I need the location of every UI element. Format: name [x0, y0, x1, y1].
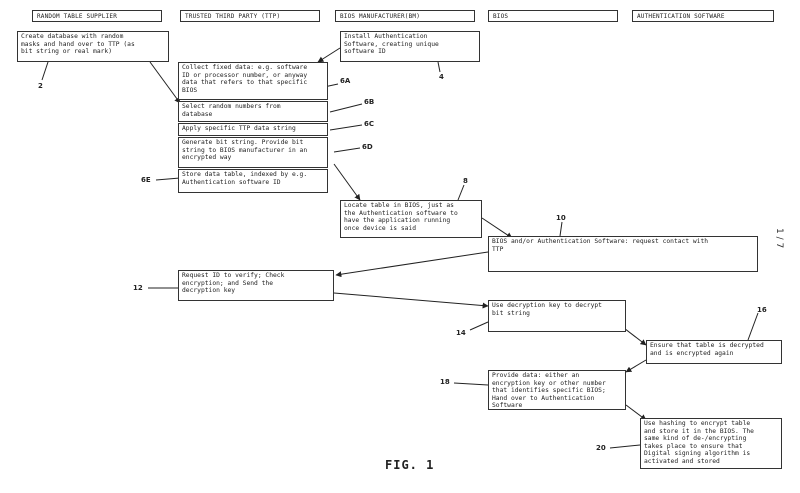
box-request-id-verify: Request ID to verify; Check encryption; … — [178, 270, 334, 301]
arrow-provide-to-hashing — [625, 404, 647, 421]
leader-4 — [437, 61, 441, 73]
ref-16: 16 — [757, 306, 767, 314]
box-store-data-table: Store data table, indexed by e.g. Authen… — [178, 169, 328, 193]
box-create-database: Create database with random masks and ha… — [17, 31, 169, 62]
leader-14 — [469, 321, 489, 331]
ref-6d: 6D — [362, 143, 373, 151]
ref-6e: 6E — [141, 176, 151, 184]
arrow-store-to-locate — [333, 163, 361, 201]
box-use-hashing: Use hashing to encrypt table and store i… — [640, 418, 782, 469]
leader-8 — [457, 184, 465, 201]
ref-14: 14 — [456, 329, 466, 337]
page-number: 1 / 7 — [774, 228, 784, 249]
leader-20 — [609, 444, 641, 449]
box-provide-data: Provide data: either an encryption key o… — [488, 370, 626, 410]
box-collect-fixed-data: Collect fixed data: e.g. software ID or … — [178, 62, 328, 100]
header-authentication-software: AUTHENTICATION SOFTWARE — [632, 10, 774, 22]
ref-4: 4 — [439, 73, 444, 81]
header-bios-manufacturer: BIOS MANUFACTURER(BM) — [335, 10, 475, 22]
leader-2 — [41, 61, 49, 81]
header-bios: BIOS — [488, 10, 618, 22]
ref-2: 2 — [38, 82, 43, 90]
leader-16 — [747, 312, 759, 341]
leader-6b — [329, 103, 363, 113]
box-ensure-table: Ensure that table is decrypted and is en… — [646, 340, 782, 364]
arrow-ensure-to-provide — [625, 359, 647, 373]
ref-6c: 6C — [364, 120, 375, 128]
ref-12: 12 — [133, 284, 143, 292]
leader-6d — [333, 147, 361, 153]
box-apply-ttp-string: Apply specific TTP data string — [178, 123, 328, 136]
arrow-create-to-collect — [149, 61, 181, 104]
figure-caption: FIG. 1 — [385, 458, 435, 472]
arrow-install-to-collect — [317, 47, 341, 63]
box-use-decryption-key: Use decryption key to decrypt bit string — [488, 300, 626, 332]
leader-18 — [453, 382, 489, 386]
header-trusted-third-party: TRUSTED THIRD PARTY (TTP) — [180, 10, 320, 22]
leader-6e — [155, 177, 181, 181]
ref-8: 8 — [463, 177, 468, 185]
arrow-ttp-to-decrypt — [333, 292, 489, 309]
arrow-request-contact-to-ttp — [335, 251, 489, 278]
ref-10: 10 — [556, 214, 566, 222]
arrow-locate-to-request — [481, 217, 513, 239]
leader-6c — [329, 124, 363, 131]
ref-18: 18 — [440, 378, 450, 386]
box-locate-table: Locate table in BIOS, just as the Authen… — [340, 200, 482, 238]
box-generate-bit-string: Generate bit string. Provide bit string … — [178, 137, 328, 168]
box-request-contact: BIOS and/or Authentication Software: req… — [488, 236, 758, 272]
box-select-random-numbers: Select random numbers from database — [178, 101, 328, 122]
ref-20: 20 — [596, 444, 606, 452]
ref-6a: 6A — [340, 77, 351, 85]
box-install-authentication: Install Authentication Software, creatin… — [340, 31, 480, 62]
header-random-table-supplier: RANDOM TABLE SUPPLIER — [32, 10, 162, 22]
leader-10 — [559, 221, 563, 237]
ref-6b: 6B — [364, 98, 375, 106]
